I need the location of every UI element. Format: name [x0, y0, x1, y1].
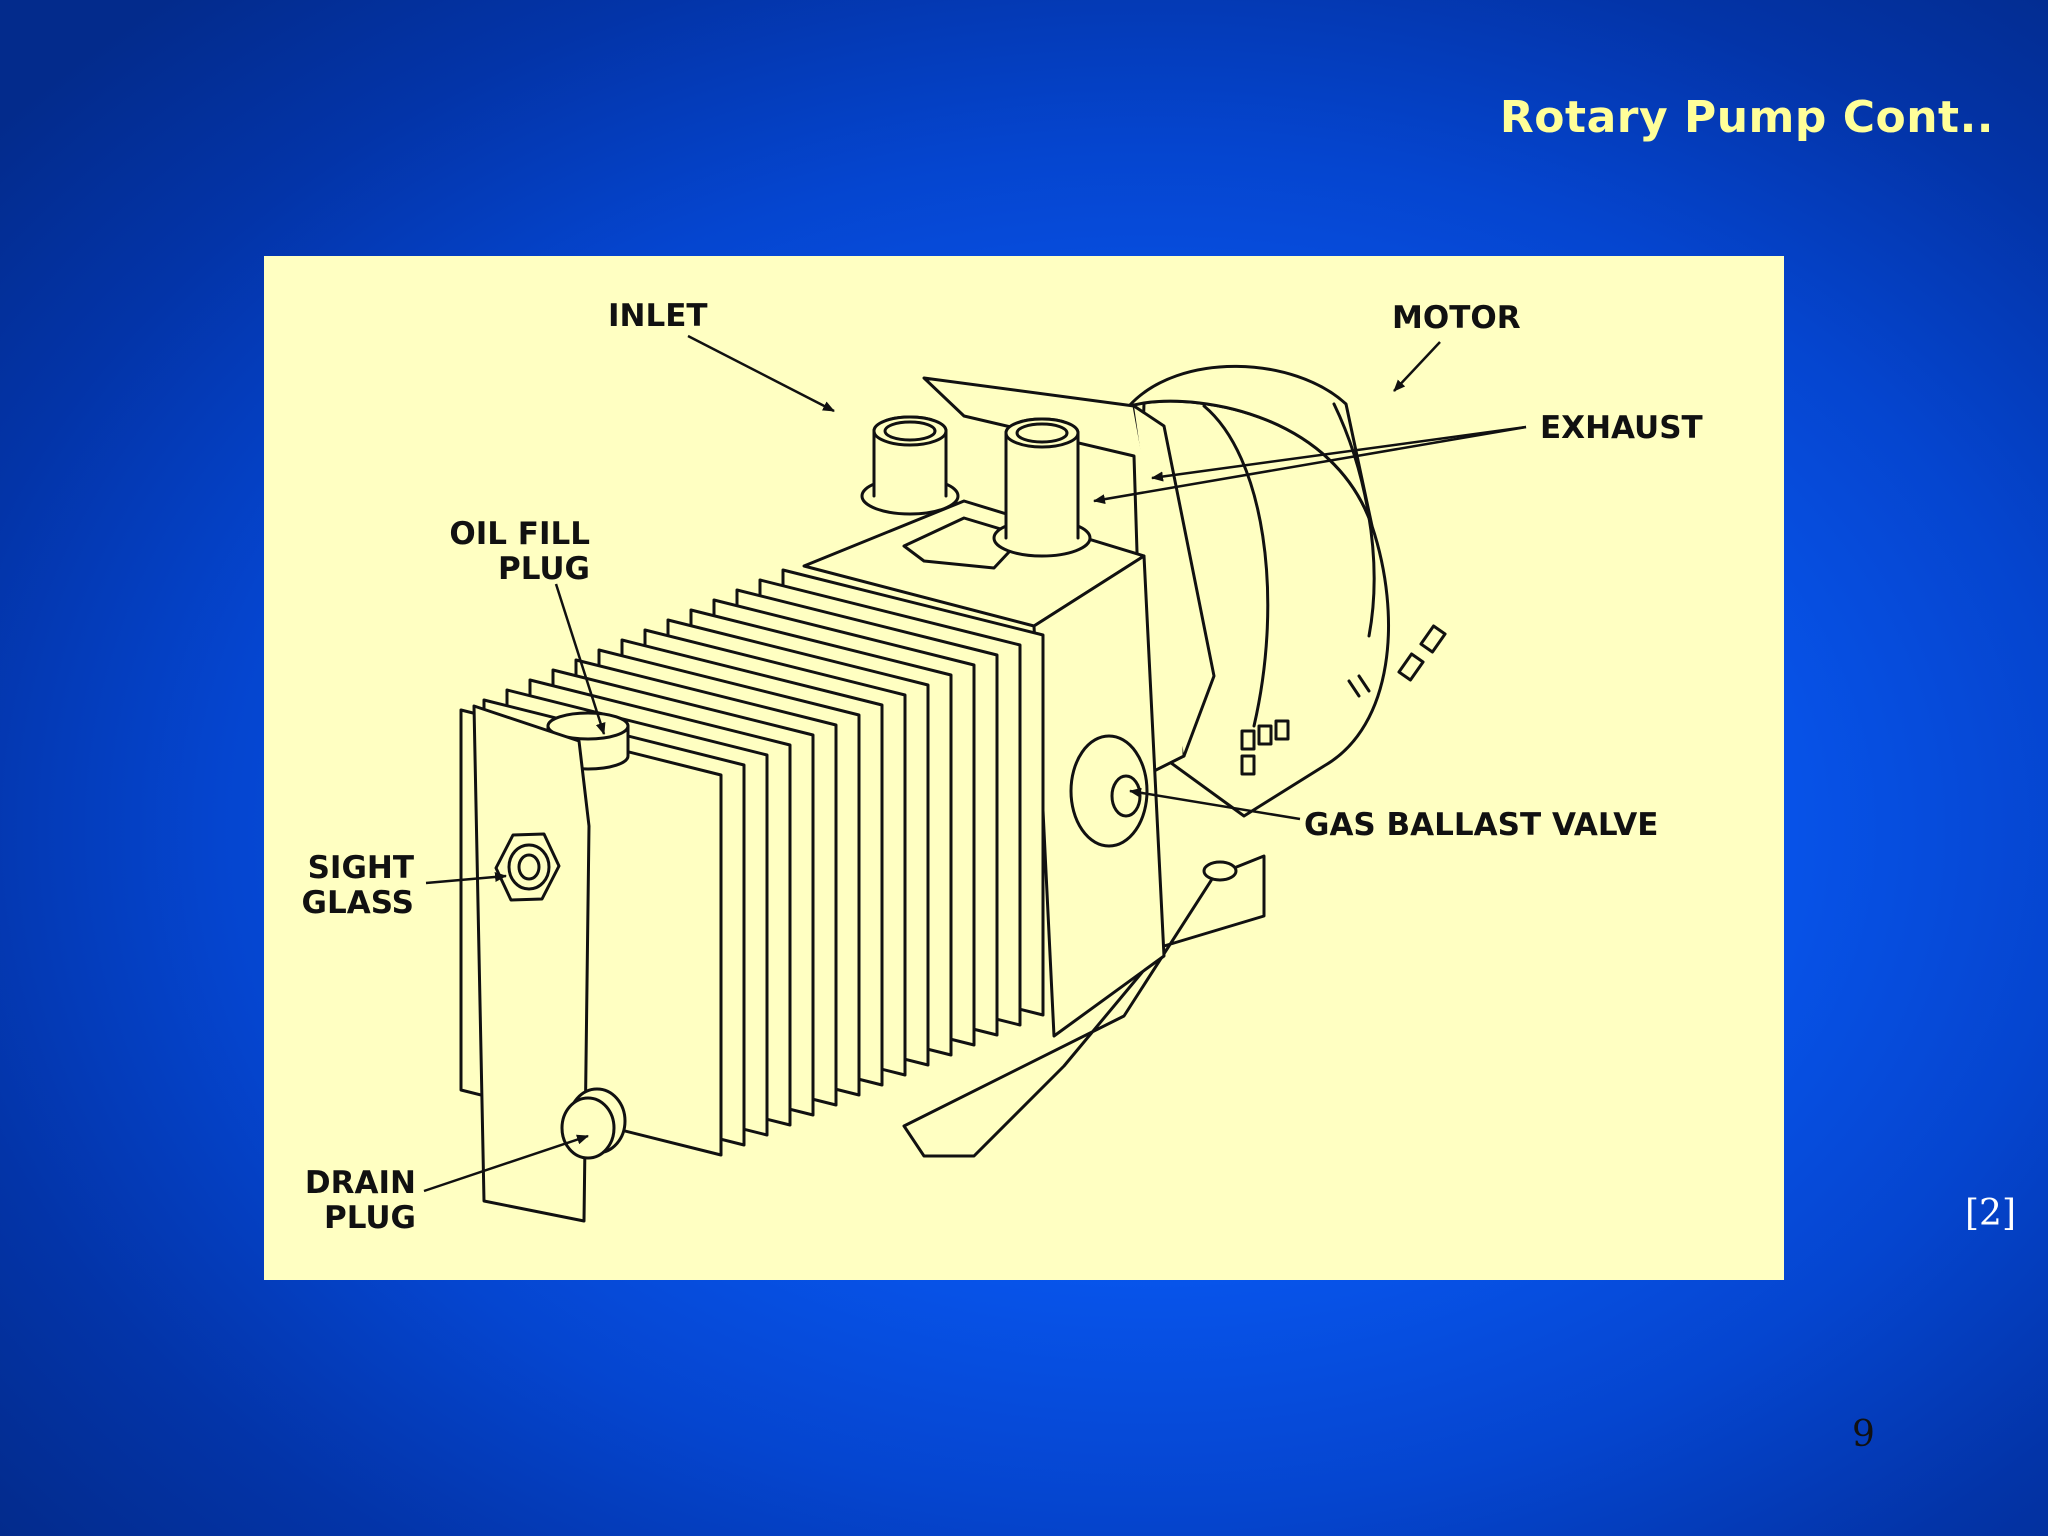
label-sight-glass-line1: SIGHT — [308, 850, 414, 886]
exhaust-arrow-secondary — [1093, 425, 1527, 505]
label-motor: MOTOR — [1392, 300, 1521, 336]
label-exhaust: EXHAUST — [1540, 410, 1703, 446]
pump-figure: INLET MOTOR EXHAUST OIL FILL PLUG SIGHT … — [264, 256, 1784, 1280]
sight-glass-arrow — [425, 871, 507, 885]
front-end-plate — [472, 704, 591, 1223]
sight-glass — [494, 832, 561, 902]
exhaust-tube — [992, 417, 1092, 558]
gas-ballast-valve — [1069, 734, 1149, 848]
inlet-arrow — [687, 334, 835, 413]
label-inlet: INLET — [608, 298, 708, 334]
label-sight-glass-line2: GLASS — [302, 885, 414, 921]
gas-ballast-arrow — [1129, 787, 1301, 821]
rotary-pump-diagram: INLET MOTOR EXHAUST OIL FILL PLUG SIGHT … — [302, 298, 1703, 1236]
page-number: 9 — [1852, 1414, 1875, 1455]
label-drain-line1: DRAIN — [305, 1165, 416, 1201]
label-oil-fill-line1: OIL FILL — [449, 516, 590, 552]
drain-arrow — [423, 1134, 589, 1193]
motor-bracket — [922, 376, 1216, 778]
label-gas-ballast-valve: GAS BALLAST VALVE — [1304, 807, 1658, 843]
label-oil-fill-line2: PLUG — [498, 551, 590, 587]
citation-reference: [2] — [1965, 1193, 2016, 1234]
label-drain-line2: PLUG — [324, 1200, 416, 1236]
motor-arrow — [1393, 341, 1441, 392]
cooling-fins — [459, 568, 1045, 1157]
slide-title: Rotary Pump Cont.. — [1499, 92, 1994, 143]
pump-base — [902, 854, 1266, 1158]
exhaust-arrow — [1151, 425, 1527, 482]
oil-fill-arrow — [554, 583, 606, 735]
inlet-tube — [860, 415, 960, 516]
